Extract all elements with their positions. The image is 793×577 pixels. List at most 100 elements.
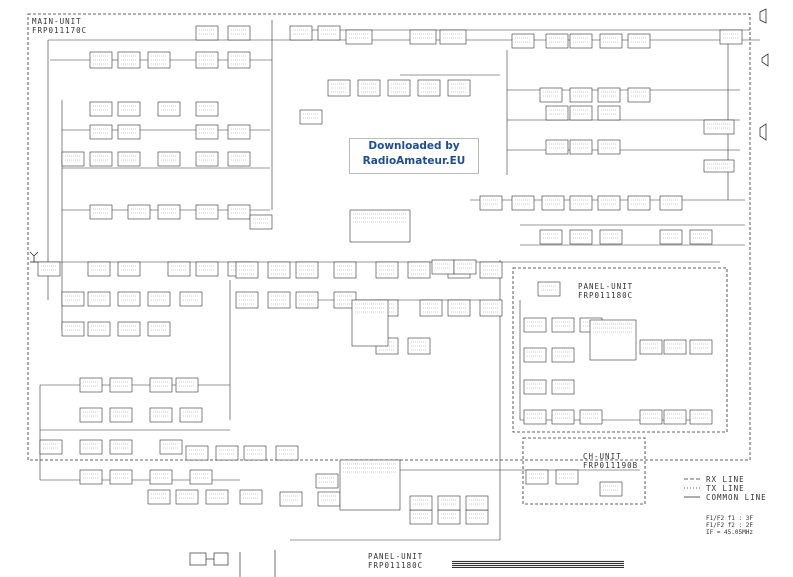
circuit-block (167, 261, 191, 277)
circuit-block (639, 409, 663, 425)
circuit-block (555, 469, 579, 485)
circuit-block (87, 261, 111, 277)
circuit-block (569, 87, 593, 103)
circuit-block (597, 195, 621, 211)
circuit-block (523, 409, 547, 425)
circuit-block (195, 101, 219, 117)
main-unit-title: MAIN-UNIT (32, 17, 82, 26)
circuit-block (195, 261, 219, 277)
circuit-block (523, 347, 547, 363)
pll-block (351, 299, 389, 347)
circuit-block (545, 33, 569, 49)
circuit-block (37, 261, 61, 277)
antenna-symbol (29, 251, 39, 263)
legend-rx: RX LINE (706, 475, 745, 484)
circuit-block (89, 124, 113, 140)
circuit-block (639, 339, 663, 355)
circuit-block (523, 317, 547, 333)
circuit-block (317, 25, 341, 41)
circuit-block (117, 151, 141, 167)
circuit-block (117, 124, 141, 140)
circuit-block (569, 229, 593, 245)
circuit-block (89, 151, 113, 167)
circuit-block (545, 105, 569, 121)
circuit-block (663, 339, 687, 355)
circuit-block (61, 151, 85, 167)
circuit-block (79, 439, 103, 455)
watermark: Downloaded by RadioAmateur.EU (349, 138, 479, 174)
circuit-block (465, 495, 489, 511)
circuit-block (315, 473, 339, 489)
circuit-block (117, 101, 141, 117)
circuit-block (511, 33, 535, 49)
circuit-block (439, 29, 467, 45)
circuit-block (539, 87, 563, 103)
circuit-block (431, 259, 455, 275)
circuit-block (243, 445, 267, 461)
circuit-block (551, 347, 575, 363)
circuit-block (79, 407, 103, 423)
circuit-block (249, 214, 273, 230)
legend-lines (684, 478, 700, 498)
circuit-block (195, 124, 219, 140)
circuit-block (159, 439, 183, 455)
circuit-block (627, 33, 651, 49)
watermark-line1: Downloaded by (368, 140, 460, 152)
main-unit-frame (27, 13, 751, 461)
circuit-block (409, 509, 433, 525)
circuit-block (227, 204, 251, 220)
circuit-block (703, 159, 735, 173)
circuit-block (627, 195, 651, 211)
circuit-block (279, 491, 303, 507)
circuit-block (409, 29, 437, 45)
circuit-block (551, 317, 575, 333)
circuit-block (147, 489, 171, 505)
circuit-block (437, 509, 461, 525)
circuit-block (117, 321, 141, 337)
panel-unit-bottom-code: FRP011180C (368, 561, 424, 570)
circuit-block (175, 489, 199, 505)
circuit-block (185, 445, 209, 461)
circuit-block (569, 195, 593, 211)
circuit-block (79, 377, 103, 393)
circuit-block (275, 445, 299, 461)
circuit-block (147, 291, 171, 307)
circuit-block (599, 33, 623, 49)
circuit-block (597, 139, 621, 155)
circuit-block (227, 151, 251, 167)
panel-unit-code: FRP011180C (578, 291, 634, 300)
cpu-block (589, 319, 637, 361)
circuit-block (87, 291, 111, 307)
circuit-block (579, 409, 603, 425)
circuit-block (689, 339, 713, 355)
circuit-block (157, 151, 181, 167)
circuit-block (87, 321, 111, 337)
circuit-block (703, 119, 735, 135)
legend-common: COMMON LINE (706, 493, 767, 502)
circuit-block (61, 291, 85, 307)
panel-unit-title: PANEL-UNIT (578, 282, 634, 291)
circuit-block (569, 33, 593, 49)
circuit-block (569, 105, 593, 121)
circuit-block (39, 439, 63, 455)
next-page-strip (452, 560, 624, 568)
circuit-block (127, 204, 151, 220)
circuit-block (149, 469, 173, 485)
watermark-line2: RadioAmateur.EU (362, 155, 466, 167)
circuit-block (227, 25, 251, 41)
circuit-block (195, 204, 219, 220)
circuit-block (195, 151, 219, 167)
circuit-block (149, 377, 173, 393)
circuit-block (599, 229, 623, 245)
circuit-block (539, 229, 563, 245)
circuit-block (523, 379, 547, 395)
controller-block (339, 459, 401, 511)
circuit-block (157, 204, 181, 220)
circuit-block (479, 195, 503, 211)
circuit-blocks (37, 25, 743, 525)
circuit-block (541, 195, 565, 211)
legend-note-2: F1/F2 f2 : 2F (706, 522, 753, 529)
circuit-block (719, 29, 743, 45)
panel-unit-frame (512, 267, 728, 433)
